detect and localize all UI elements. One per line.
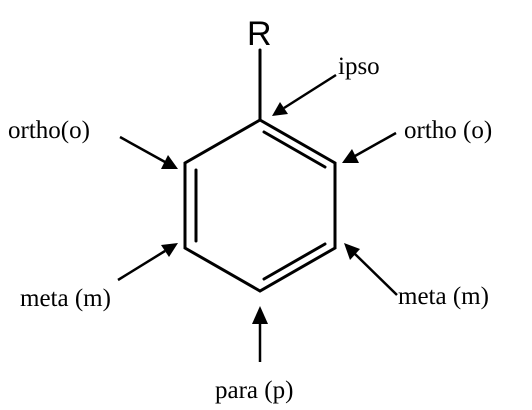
para-arrow xyxy=(252,306,268,362)
double-bond-top-right xyxy=(262,130,327,169)
meta-right-arrow xyxy=(344,243,398,296)
meta-left-arrow xyxy=(117,243,178,282)
ipso-label: ipso xyxy=(338,53,380,80)
ring-outline xyxy=(183,118,337,293)
ipso-arrow xyxy=(272,73,337,116)
para-label: para (p) xyxy=(215,377,293,404)
benzene-ring xyxy=(183,118,337,293)
ortho-left-arrow xyxy=(119,135,178,169)
double-bond-bottom xyxy=(262,242,327,281)
meta-left-label: meta (m) xyxy=(20,285,111,312)
ortho-right-arrow xyxy=(342,131,397,163)
meta-right-label: meta (m) xyxy=(398,283,489,310)
ortho-right-label: ortho (o) xyxy=(404,117,492,144)
ortho-left-label: ortho(o) xyxy=(8,117,90,144)
substituent-label: R xyxy=(247,15,272,53)
